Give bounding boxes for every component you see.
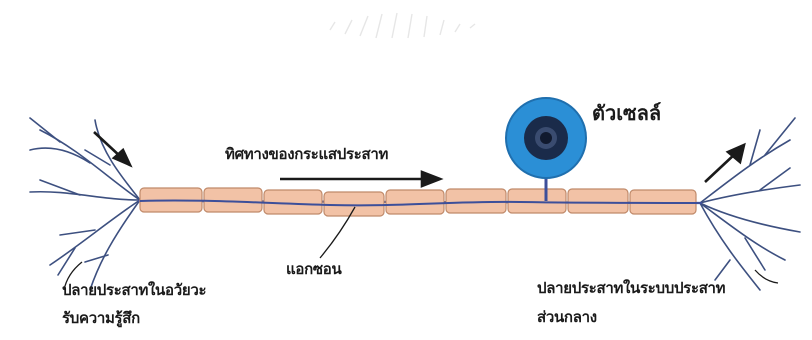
myelin-segment [568, 189, 628, 213]
right-outgoing-arrow [705, 145, 744, 182]
myelin-segment [324, 192, 384, 216]
central-ending-label-line2: ส่วนกลาง [537, 305, 597, 329]
left-dendrites [30, 118, 140, 290]
receptor-ending-label-line1: ปลายประสาทในอวัยวะ [62, 278, 206, 302]
central-ending-label-line1: ปลายประสาทในระบบประสาท [537, 276, 725, 300]
myelin-segment [204, 188, 262, 212]
myelin-segment [264, 190, 322, 214]
cell-body-icon [506, 98, 586, 178]
arrow-right-icon [280, 172, 440, 186]
central-pointer-line [755, 270, 778, 283]
watermark-arc [330, 13, 475, 38]
impulse-direction-label: ทิศทางของกระแสประสาท [225, 142, 388, 166]
axon-label: แอกซอน [286, 257, 341, 281]
cell-body-label: ตัวเซลล์ [592, 97, 661, 129]
right-dendrites [700, 118, 800, 290]
receptor-ending-label-line2: รับความรู้สึก [62, 306, 140, 330]
left-incoming-arrow [94, 132, 130, 165]
myelin-segment [386, 190, 444, 214]
